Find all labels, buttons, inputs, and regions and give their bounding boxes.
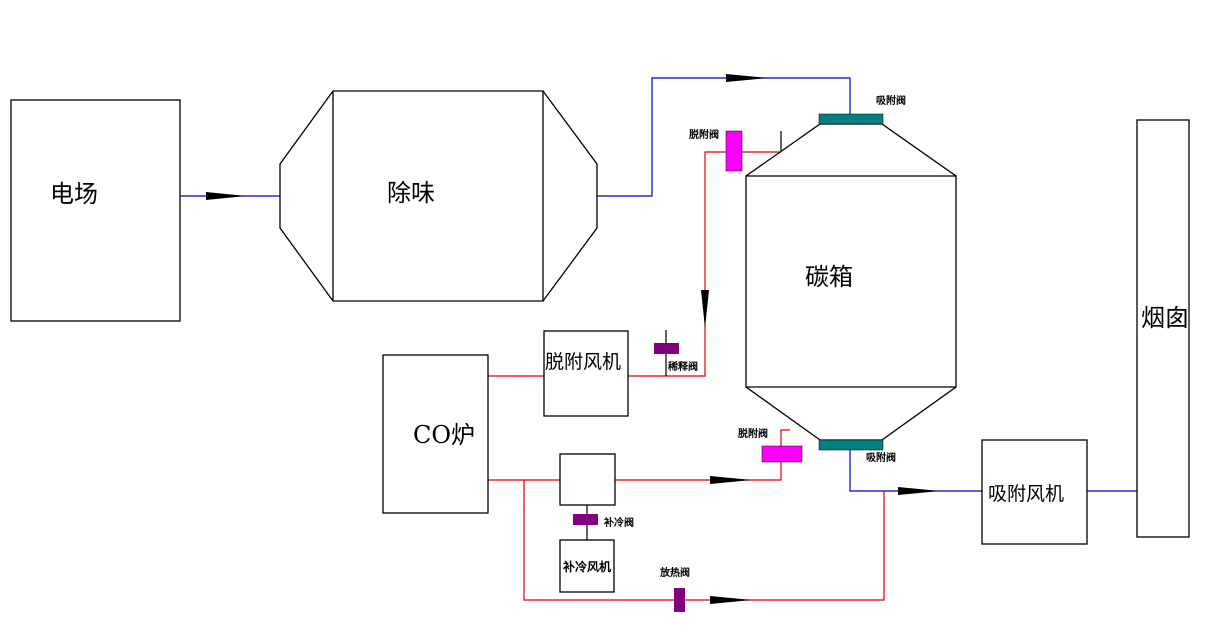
adsorption-fan-box	[981, 439, 1088, 545]
adsorb-valve-top-label: 吸附阀	[876, 94, 906, 107]
desorption-fan-box	[543, 330, 629, 417]
heat-release-valve[interactable]	[674, 588, 685, 612]
electric-field-label: 电场	[50, 180, 98, 208]
deodorizer-vessel	[279, 90, 598, 302]
pipe-heat-release	[523, 480, 885, 601]
adsorption-fan-label: 吸附风机	[988, 483, 1064, 505]
cooling-fan-box	[559, 539, 615, 593]
co-furnace-box	[382, 354, 489, 514]
desorb-valve-top-label: 脱附阀	[689, 128, 719, 141]
desorb-valve-top[interactable]	[725, 130, 743, 172]
chimney-box	[1136, 119, 1190, 538]
flow-arrows	[206, 74, 940, 604]
arrow-to-adsorb-fan	[898, 487, 940, 495]
arrow-heat-release	[710, 596, 752, 604]
deodorizer-label: 除味	[387, 179, 435, 207]
dilution-valve-label: 稀释阀	[668, 360, 698, 373]
cooling-valve-label: 补冷阀	[603, 516, 634, 529]
desorb-valve-bottom[interactable]	[761, 445, 803, 463]
adsorb-valve-top[interactable]	[818, 113, 884, 125]
arrow-top-line	[726, 74, 768, 82]
desorb-valve-bottom-label: 脱附阀	[738, 427, 768, 440]
desorption-fan-label: 脱附风机	[545, 351, 621, 373]
cooling-valve[interactable]	[573, 514, 598, 525]
arrow-field-out	[206, 192, 246, 200]
heat-release-valve-label: 放热阀	[659, 566, 690, 579]
dilution-valve[interactable]	[654, 343, 679, 354]
electric-field-box	[10, 99, 181, 322]
chimney-label: 烟囱	[1141, 304, 1189, 332]
arrow-mixer-line	[710, 476, 752, 484]
carbon-box-label: 碳箱	[805, 263, 853, 291]
adsorb-valve-bottom-label: 吸附阀	[866, 451, 896, 464]
co-furnace-label: CO炉	[413, 421, 475, 449]
pipe-deodorizer-to-carbon	[597, 77, 851, 197]
mixing-box	[559, 453, 616, 506]
arrow-desorb-down	[701, 290, 709, 328]
cooling-fan-label: 补冷风机	[562, 559, 611, 574]
adsorb-valve-bottom[interactable]	[818, 439, 884, 451]
